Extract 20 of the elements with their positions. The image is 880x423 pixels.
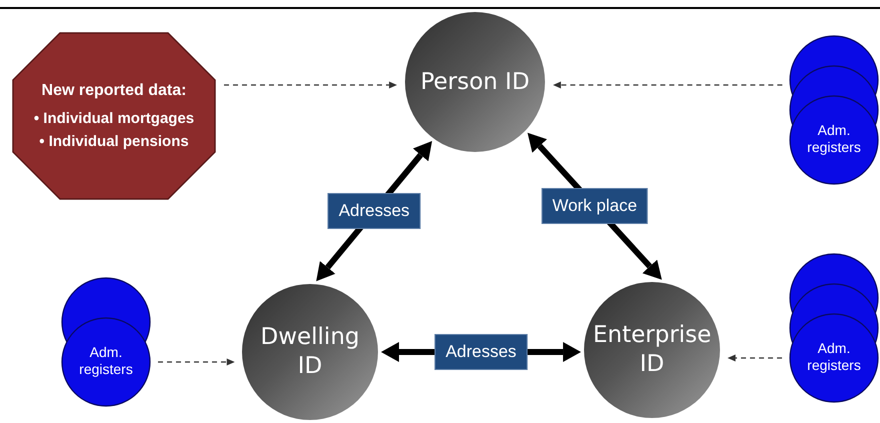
node-text: Adm. registers bbox=[78, 344, 134, 378]
register-stack bbox=[61, 277, 151, 407]
arrow bbox=[158, 358, 235, 366]
edge-label: Adresses bbox=[328, 193, 421, 230]
arrow bbox=[728, 354, 782, 362]
edge-label: Work place bbox=[541, 188, 648, 224]
arrow bbox=[224, 82, 398, 88]
node-text: Enterprise ID bbox=[593, 321, 711, 379]
arrow bbox=[552, 82, 782, 88]
register-stack bbox=[789, 253, 879, 403]
edge-label: Adresses bbox=[434, 334, 528, 370]
node-text: Adm. registers bbox=[806, 340, 862, 374]
node-text: Adm. registers bbox=[806, 122, 862, 156]
octagon-shape bbox=[12, 32, 216, 200]
register-stack bbox=[789, 35, 879, 185]
heading-text: New reported data: bbox=[42, 82, 186, 100]
node-text: Dwelling ID bbox=[259, 323, 361, 381]
list-item-text: • Individual mortgages bbox=[34, 110, 194, 127]
list-item-text: • Individual pensions bbox=[39, 133, 189, 150]
node-text: Person ID bbox=[420, 68, 530, 96]
